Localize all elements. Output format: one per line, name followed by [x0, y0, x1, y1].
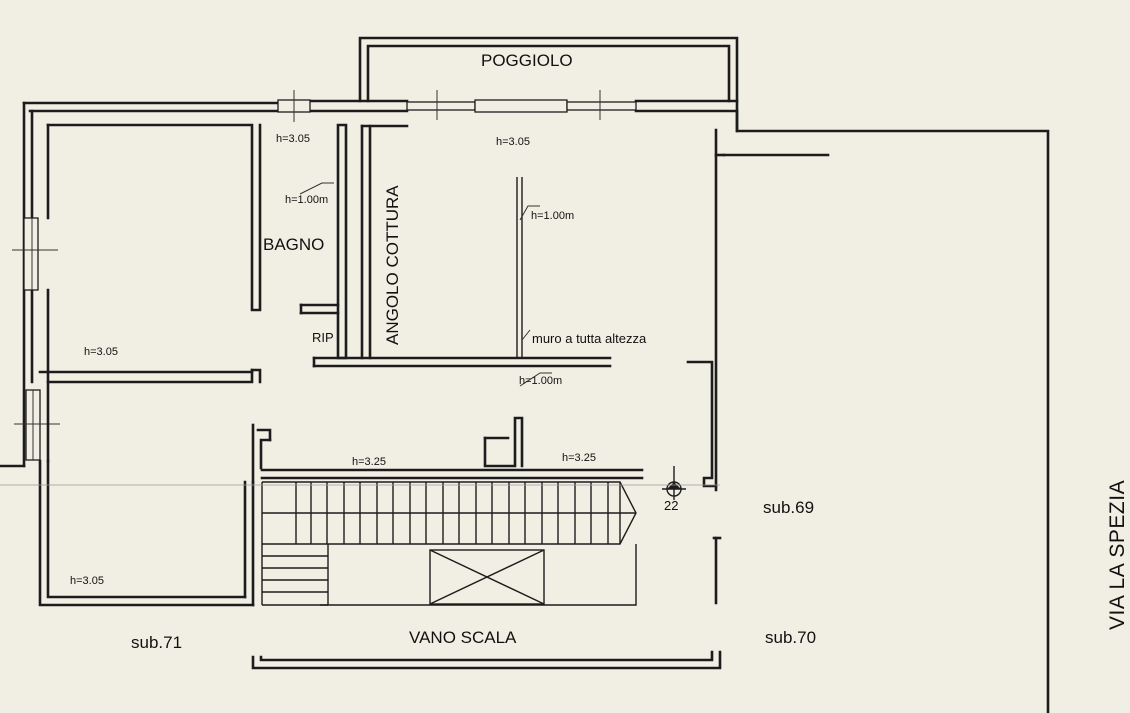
window-door-kitchen: [406, 90, 637, 120]
height-kitchen: h=3.05: [496, 136, 530, 148]
label-vano-scala: VANO SCALA: [409, 628, 517, 647]
height-low-wall-corridor: h=1.00m: [519, 375, 562, 387]
height-low-wall-bagno: h=1.00m: [285, 194, 328, 206]
level-marker-icon: [662, 466, 686, 500]
label-rip: RIP: [312, 330, 334, 345]
label-via-la-spezia: VIA LA SPEZIA: [1106, 480, 1129, 630]
height-bottom-room: h=3.05: [70, 575, 104, 587]
label-sub-71: sub.71: [131, 633, 182, 652]
label-sub-69: sub.69: [763, 498, 814, 517]
height-bagno: h=3.05: [276, 133, 310, 145]
label-angolo-cottura: ANGOLO COTTURA: [383, 185, 402, 345]
window-left-lower: [14, 389, 60, 461]
height-stair-right: h=3.25: [562, 452, 596, 464]
label-poggiolo: POGGIOLO: [481, 51, 573, 70]
label-bagno: BAGNO: [263, 235, 324, 254]
height-stair-left: h=3.25: [352, 456, 386, 468]
balcony-walls: [358, 36, 739, 103]
level-value: 22: [664, 498, 678, 513]
height-left-room: h=3.05: [84, 346, 118, 358]
inner-walls: [38, 123, 830, 670]
label-muro: muro a tutta altezza: [532, 331, 647, 346]
height-low-wall-cottura: h=1.00m: [531, 210, 574, 222]
staircase: [261, 481, 637, 606]
outer-walls: [0, 99, 1050, 713]
window-left-upper: [12, 217, 58, 291]
window-bagno: [277, 90, 311, 122]
label-sub-70: sub.70: [765, 628, 816, 647]
